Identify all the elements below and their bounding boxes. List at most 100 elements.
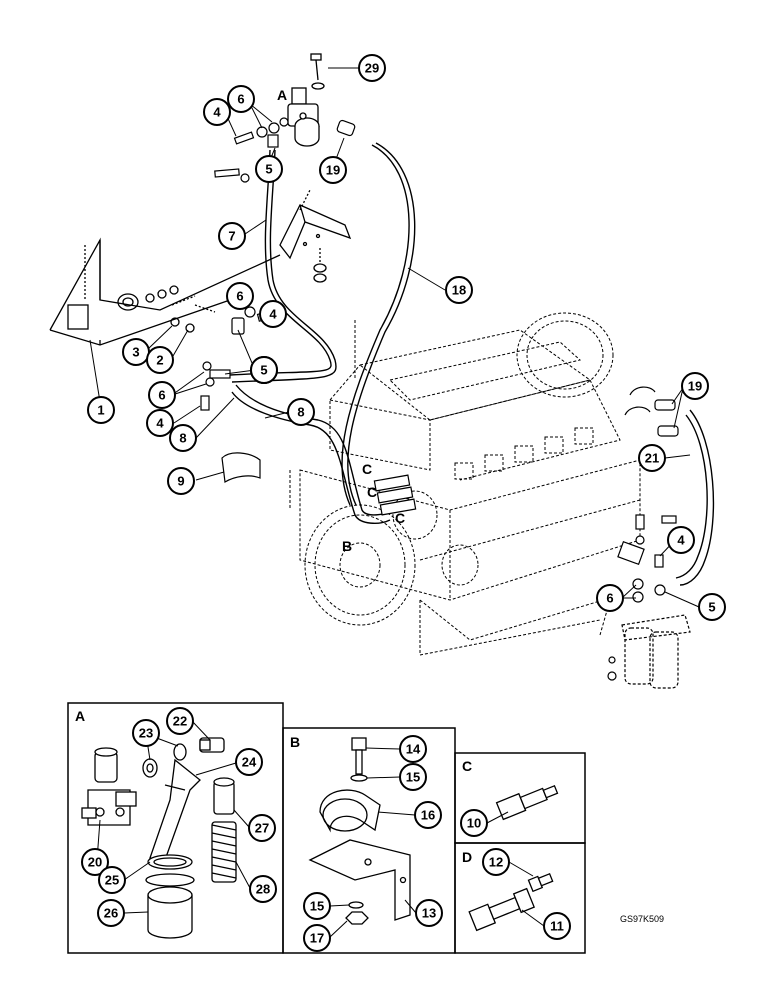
callout-4: 4 (203, 98, 231, 126)
svg-text:15: 15 (310, 899, 324, 914)
figure-code: GS97K509 (620, 914, 664, 924)
callout-15b: 15 (303, 892, 331, 920)
callout-8b: 8 (169, 424, 197, 452)
view-letter-a-main: A (277, 87, 287, 103)
callout-3: 3 (122, 338, 150, 366)
callout-4c: 4 (146, 409, 174, 437)
view-letter-b-main: B (342, 538, 352, 554)
svg-text:16: 16 (421, 808, 435, 823)
svg-text:5: 5 (708, 600, 715, 615)
svg-text:24: 24 (242, 755, 257, 770)
mounting-bracket (279, 189, 352, 283)
callout-22: 22 (166, 707, 194, 735)
panel-d-parts (468, 872, 554, 932)
svg-text:19: 19 (326, 163, 340, 178)
svg-text:11: 11 (550, 919, 564, 934)
svg-text:25: 25 (105, 873, 119, 888)
panel-c-label: C (462, 758, 472, 774)
svg-text:29: 29 (365, 61, 379, 76)
svg-text:18: 18 (452, 283, 466, 298)
svg-text:22: 22 (173, 714, 187, 729)
callout-2: 2 (146, 346, 174, 374)
callout-5c: 5 (250, 356, 278, 384)
inset-panels (67, 702, 586, 954)
view-letter-c-main-2: C (367, 484, 377, 500)
panel-d-label: D (462, 849, 472, 865)
svg-text:7: 7 (228, 229, 235, 244)
svg-text:13: 13 (422, 906, 436, 921)
svg-text:8: 8 (179, 431, 186, 446)
callout-1: 1 (87, 396, 115, 424)
svg-text:14: 14 (406, 742, 421, 757)
svg-text:6: 6 (158, 388, 165, 403)
callout-bubbles: 29 4 6 5 19 7 18 3 2 6 4 5 1 6 5 4 8 8 9… (81, 54, 726, 952)
tank-panel (49, 237, 281, 346)
view-letter-c-main-1: C (362, 461, 372, 477)
panel-b-leaders (329, 747, 417, 938)
svg-text:21: 21 (645, 451, 659, 466)
svg-text:19: 19 (688, 379, 702, 394)
svg-text:17: 17 (310, 931, 324, 946)
svg-text:26: 26 (104, 906, 118, 921)
svg-text:10: 10 (467, 816, 481, 831)
callout-23: 23 (132, 719, 160, 747)
top-fittings (214, 117, 356, 183)
callout-27: 27 (248, 814, 276, 842)
callout-6b: 6 (226, 282, 254, 310)
panel-a-label: A (75, 708, 85, 724)
leader-lines (89, 67, 700, 608)
callout-5: 5 (255, 155, 283, 183)
svg-text:9: 9 (177, 474, 184, 489)
panel-c-parts (495, 784, 559, 821)
callout-6d: 6 (596, 584, 624, 612)
callout-12: 12 (482, 848, 510, 876)
callout-14: 14 (399, 735, 427, 763)
right-fittings (607, 386, 691, 689)
engine-block (289, 312, 641, 656)
fuel-pipes (229, 142, 715, 586)
callout-4b: 4 (259, 300, 287, 328)
callout-13: 13 (415, 899, 443, 927)
fuel-lift-pump (287, 53, 325, 147)
callout-6c: 6 (148, 381, 176, 409)
svg-text:27: 27 (255, 821, 269, 836)
callout-11: 11 (543, 912, 571, 940)
svg-text:3: 3 (132, 345, 139, 360)
view-letters: A B C C C A B C D (75, 87, 472, 865)
svg-text:4: 4 (269, 307, 277, 322)
view-letter-c-main-3: C (395, 510, 405, 526)
callout-21: 21 (638, 444, 666, 472)
callout-17: 17 (303, 924, 331, 952)
callout-28: 28 (249, 875, 277, 903)
panel-a-parts (81, 737, 237, 939)
callout-9: 9 (167, 467, 195, 495)
callout-16: 16 (414, 801, 442, 829)
svg-text:5: 5 (265, 162, 272, 177)
callout-19: 19 (319, 156, 347, 184)
svg-text:15: 15 (406, 770, 420, 785)
callout-26: 26 (97, 899, 125, 927)
svg-text:12: 12 (489, 855, 503, 870)
svg-text:6: 6 (237, 92, 244, 107)
panel-b-label: B (290, 734, 300, 750)
callout-15: 15 (399, 763, 427, 791)
callout-24: 24 (235, 748, 263, 776)
c-fittings (373, 474, 417, 516)
svg-text:2: 2 (156, 353, 163, 368)
callout-8a: 8 (287, 398, 315, 426)
svg-text:28: 28 (256, 882, 270, 897)
svg-text:23: 23 (139, 726, 153, 741)
panel-d-leaders (508, 861, 545, 927)
callout-4d: 4 (667, 526, 695, 554)
svg-text:6: 6 (606, 591, 613, 606)
svg-text:4: 4 (156, 416, 164, 431)
callout-29: 29 (358, 54, 386, 82)
svg-text:20: 20 (88, 855, 102, 870)
svg-text:6: 6 (236, 289, 243, 304)
panel-b-parts (308, 737, 411, 925)
callout-5d: 5 (698, 593, 726, 621)
callout-6: 6 (227, 85, 255, 113)
callout-20: 20 (81, 848, 109, 876)
callout-7: 7 (218, 222, 246, 250)
callout-25: 25 (98, 866, 126, 894)
